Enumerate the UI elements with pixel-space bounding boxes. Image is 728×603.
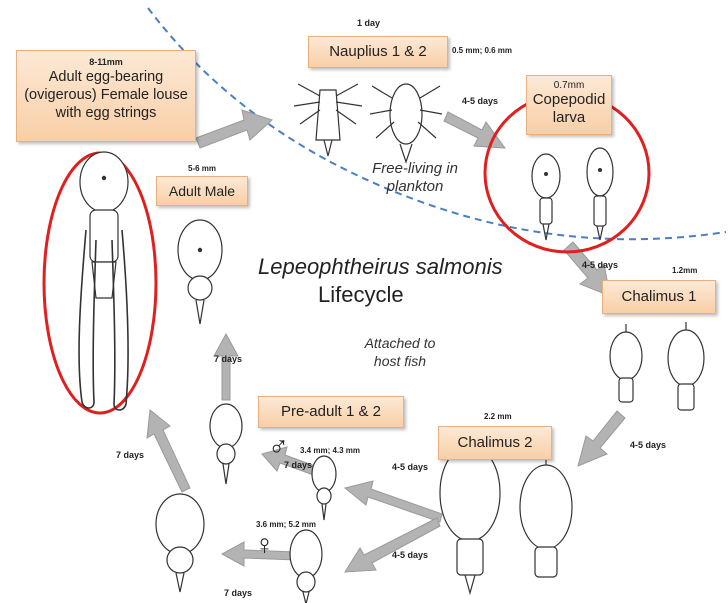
preadult-male-size: 3.4 mm; 4.3 mm	[300, 446, 360, 455]
chalimus1-box: Chalimus 1	[602, 280, 716, 314]
chalimus2-drawing-2	[520, 455, 572, 577]
duration-chalimus2-to-preadult-female: 4-5 days	[392, 550, 428, 560]
chalimus2-box: Chalimus 2	[438, 426, 552, 460]
preadult-female-drawing	[290, 530, 322, 603]
adult-female-drawing	[79, 152, 128, 410]
duration-preadult-female-step: 7 days	[224, 588, 252, 598]
adult-female-box: 8-11mm Adult egg-bearing (ovigerous) Fem…	[16, 50, 196, 142]
male-symbol: ♂	[268, 432, 289, 462]
preadult-female-large-drawing	[156, 494, 204, 592]
chalimus2-label: Chalimus 2	[439, 427, 551, 459]
preadult-female-size: 3.6 mm; 5.2 mm	[256, 520, 316, 529]
chalimus1-drawing-2	[668, 322, 704, 410]
chalimus1-label: Chalimus 1	[603, 281, 715, 313]
female-symbol: ♀	[254, 530, 275, 560]
nauplius-size: 0.5 mm; 0.6 mm	[452, 46, 512, 55]
arrow-nauplius-to-copepodid	[444, 112, 505, 148]
arrow-preadult-female-to-adult-female	[147, 410, 190, 492]
copepodid-drawing-1	[532, 154, 560, 240]
nauplius2-drawing	[370, 84, 442, 162]
chalimus2-size: 2.2 mm	[484, 412, 512, 421]
free-living-label: Free-living in plankton	[360, 160, 470, 196]
preadult-male-drawing	[312, 456, 336, 520]
copepodid-label: Copepodid larva	[527, 91, 611, 127]
preadult-drawing-upper	[210, 404, 242, 484]
adult-female-size: 8-11mm	[17, 57, 195, 68]
title-species: Lepeophtheirus salmonis	[258, 254, 503, 280]
title-lifecycle: Lifecycle	[318, 282, 404, 308]
duration-chalimus2-to-preadult-male: 4-5 days	[392, 462, 428, 472]
copepodid-box: 0.7mm Copepodid larva	[526, 75, 612, 135]
preadult-label: Pre-adult 1 & 2	[259, 397, 403, 427]
nauplius-duration: 1 day	[357, 18, 380, 28]
duration-preadult-to-adult-male: 7 days	[214, 354, 242, 364]
adult-male-drawing	[178, 220, 222, 324]
chalimus1-drawing-1	[610, 324, 642, 402]
arrow-chalimus2-to-preadult-male	[345, 481, 442, 522]
arrow-female-to-nauplius	[196, 110, 272, 148]
duration-nauplius-to-copepodid: 4-5 days	[462, 96, 498, 106]
attached-label: Attached to host fish	[350, 334, 450, 370]
arrow-chalimus2-to-preadult-female	[345, 518, 440, 572]
nauplius-label: Nauplius 1 & 2	[309, 37, 447, 67]
adult-female-label: Adult egg-bearing (ovigerous) Female lou…	[17, 68, 195, 122]
adult-male-box: Adult Male	[156, 176, 248, 206]
adult-male-label: Adult Male	[157, 177, 247, 205]
chalimus1-size: 1.2mm	[672, 266, 697, 275]
preadult-box: Pre-adult 1 & 2	[258, 396, 404, 428]
adult-male-size: 5-6 mm	[188, 164, 216, 173]
duration-copepodid-to-chalimus1: 4-5 days	[582, 260, 618, 270]
copepodid-size: 0.7mm	[527, 80, 611, 91]
nauplius1-drawing	[294, 84, 362, 156]
arrow-chalimus1-to-chalimus2	[578, 411, 625, 466]
nauplius-box: Nauplius 1 & 2	[308, 36, 448, 68]
duration-preadult-male-step: 7 days	[284, 460, 312, 470]
arrow-preadult-to-adult-male	[214, 334, 238, 400]
duration-preadult-female-to-adult-female: 7 days	[116, 450, 144, 460]
copepodid-drawing-2	[587, 148, 613, 240]
duration-chalimus1-to-chalimus2: 4-5 days	[630, 440, 666, 450]
